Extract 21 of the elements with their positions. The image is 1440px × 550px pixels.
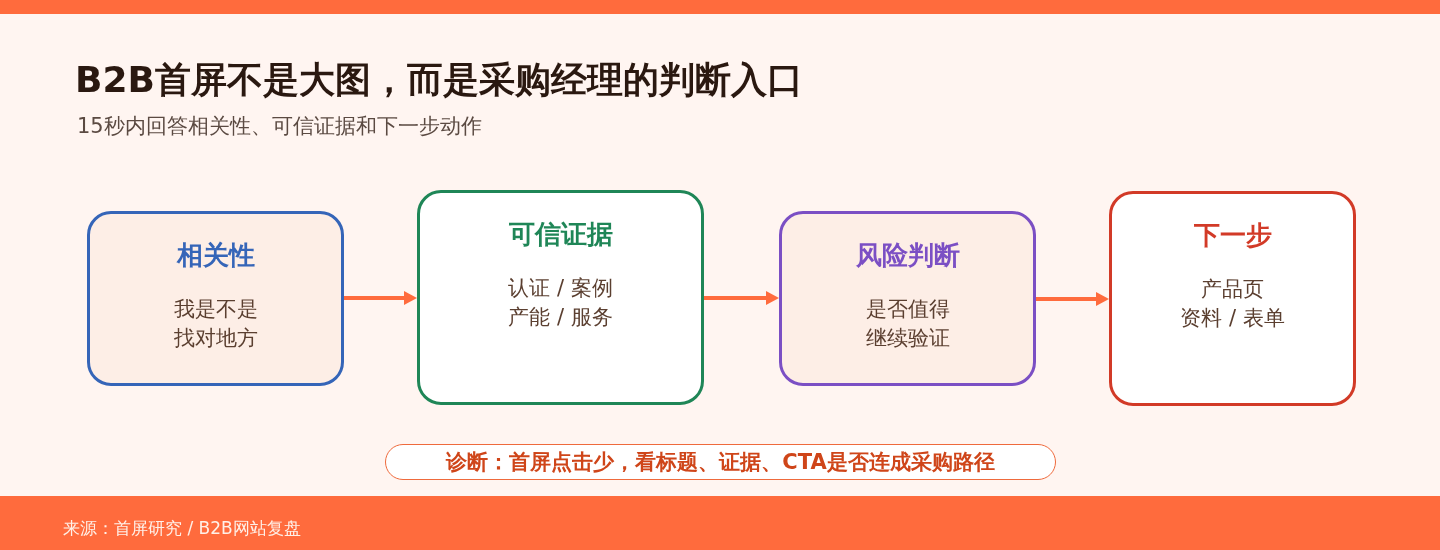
box-text: 认证 / 案例产能 / 服务 [508, 275, 613, 331]
box-text: 是否值得继续验证 [865, 296, 950, 352]
box-text: 产品页资料 / 表单 [1180, 276, 1285, 332]
note-banner [385, 444, 1056, 480]
diagnosis-note: 诊断：首屏点击少，看标题、证据、CTA是否连成采购路径 [446, 449, 995, 476]
title: B2B首屏不是大图，而是采购经理的判断入口 [75, 58, 803, 102]
box-heading: 相关性 [176, 239, 255, 271]
box-heading: 可信证据 [508, 218, 613, 250]
subtitle: 15秒内回答相关性、可信证据和下一步动作 [77, 113, 482, 140]
process-box [1109, 191, 1356, 406]
arrow [704, 291, 779, 305]
process-box [779, 211, 1036, 386]
source-note: 来源：首屏研究 / B2B网站复盘 [63, 517, 301, 540]
arrow [1036, 292, 1109, 306]
box-heading: 风险判断 [855, 239, 960, 271]
footer-band [0, 496, 1440, 550]
process-box [87, 211, 344, 386]
box-heading: 下一步 [1193, 219, 1272, 251]
process-box [417, 190, 704, 405]
box-text: 我是不是找对地方 [173, 296, 258, 352]
arrow [344, 291, 417, 305]
